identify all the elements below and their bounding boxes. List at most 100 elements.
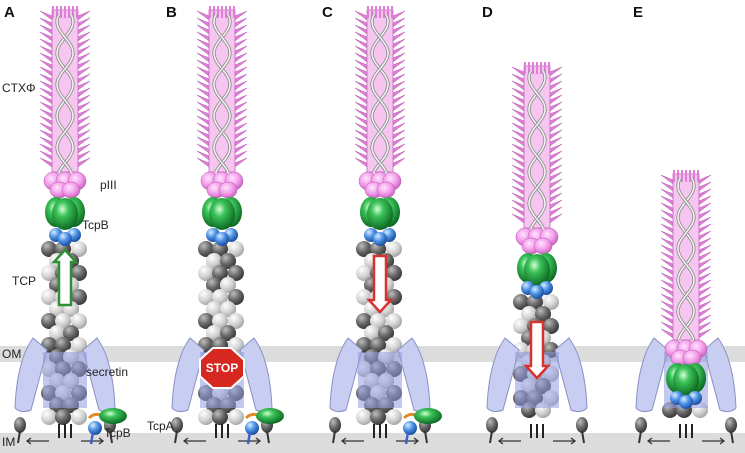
pilin-subunit — [228, 313, 244, 329]
pilin-subunit — [55, 313, 71, 329]
coat-spike — [698, 328, 712, 339]
tcpb-tail — [89, 431, 95, 445]
pilin-subunit — [41, 241, 57, 257]
pilin-subunit — [228, 241, 244, 257]
tcpb-domain — [367, 198, 393, 230]
dna-strand — [528, 69, 546, 229]
pilin-subunit — [41, 265, 57, 281]
coat-spike — [234, 157, 248, 168]
label-tcpb-top: TcpB — [82, 218, 109, 232]
tcpa-tail — [489, 430, 493, 444]
inner-membrane-proteins — [635, 417, 737, 445]
inner-membrane-proteins — [486, 417, 588, 445]
tcpb-domain — [673, 364, 699, 396]
tcpa-tail — [332, 430, 336, 444]
tcpa-monomer — [171, 417, 183, 433]
pilin-subunit — [198, 409, 214, 425]
arrow-left-icon — [646, 437, 670, 445]
pilin-subunit — [356, 265, 372, 281]
arrow-left-icon — [182, 437, 206, 445]
p3-cluster — [200, 171, 244, 199]
tcpb-tip — [530, 285, 544, 299]
pilin-subunit — [386, 313, 402, 329]
pilin-subunit — [356, 313, 372, 329]
arrow-up-icon — [51, 248, 79, 307]
dna-strand — [213, 13, 231, 173]
dna-strand — [213, 13, 231, 173]
pilin-subunit — [55, 337, 71, 353]
pilin-subunit — [71, 241, 87, 257]
pilin-subunit — [228, 289, 244, 305]
pilin-subunit — [198, 265, 214, 281]
pilin-subunit — [356, 409, 372, 425]
p3-subunit — [376, 181, 396, 199]
panel-c: C — [322, 4, 442, 445]
tcpb-domain — [209, 198, 235, 230]
tcpa-tail — [638, 430, 642, 444]
tcpb-tip — [373, 232, 387, 246]
tcpb-trimer — [360, 197, 400, 246]
coat-spike — [39, 157, 53, 168]
tcpb-domain — [256, 408, 284, 424]
pilin-subunit — [212, 313, 228, 329]
secretin-pore — [14, 337, 116, 413]
coat-spike — [77, 157, 91, 168]
phage-ctx — [511, 62, 563, 229]
pilin-subunit — [228, 409, 244, 425]
p3-cluster — [515, 227, 559, 255]
pilin-subunit — [356, 241, 372, 257]
tcpa-tail — [266, 430, 270, 444]
pilin-subunit — [364, 325, 380, 341]
pilin-subunit — [370, 337, 386, 353]
panel-letter: C — [322, 4, 333, 21]
tcpa-monomer — [576, 417, 588, 433]
arrow-left-icon — [497, 437, 521, 445]
arrow-down-icon — [366, 254, 394, 314]
tcpb-domain — [524, 254, 550, 286]
phage-ctx — [39, 6, 91, 173]
arrow-right-icon — [553, 437, 577, 445]
phage-ctx — [660, 170, 712, 341]
p3-cluster — [664, 339, 708, 367]
arrow-right-icon — [702, 437, 726, 445]
tcpa-tail — [109, 430, 113, 444]
dna-strand — [677, 177, 695, 341]
pilin-subunit — [370, 313, 386, 329]
label-p3: pIII — [100, 178, 117, 192]
panel-d: D — [482, 4, 588, 445]
label-tcp: TCP — [12, 274, 36, 288]
coat-spike — [354, 157, 368, 168]
tcpa-tail — [424, 430, 428, 444]
secretin-left — [329, 337, 363, 413]
secretin-right — [703, 337, 737, 413]
tcpb-tip — [679, 395, 693, 409]
pilin-subunit — [386, 337, 402, 353]
pilin-subunit — [63, 325, 79, 341]
dna-strand — [56, 13, 74, 173]
panel-a: A — [4, 4, 127, 445]
coat-spike — [660, 328, 674, 339]
phage-ctx — [196, 6, 248, 173]
pilin-subunit — [206, 277, 222, 293]
pilin-subunit — [356, 289, 372, 305]
tcpa-tail — [17, 430, 21, 444]
panel-letter: D — [482, 4, 493, 21]
pilin-subunit — [198, 289, 214, 305]
tcpb-tip — [245, 421, 259, 435]
p3-cluster — [43, 171, 87, 199]
tcpb-trimer — [517, 253, 557, 299]
tcpb-domain — [99, 408, 127, 424]
pilin-subunit — [198, 241, 214, 257]
pilin-subunit — [543, 318, 559, 334]
panel-letter: E — [633, 4, 643, 21]
label-im: IM — [2, 435, 15, 449]
pilin-subunit — [521, 306, 537, 322]
inner-membrane-proteins — [14, 417, 116, 445]
tcpa-monomer — [329, 417, 341, 433]
pilin-subunit — [386, 409, 402, 425]
p3-cluster — [358, 171, 402, 199]
free-tcpb — [244, 408, 284, 445]
dna-strand — [528, 69, 546, 229]
pilin-subunit — [71, 337, 87, 353]
